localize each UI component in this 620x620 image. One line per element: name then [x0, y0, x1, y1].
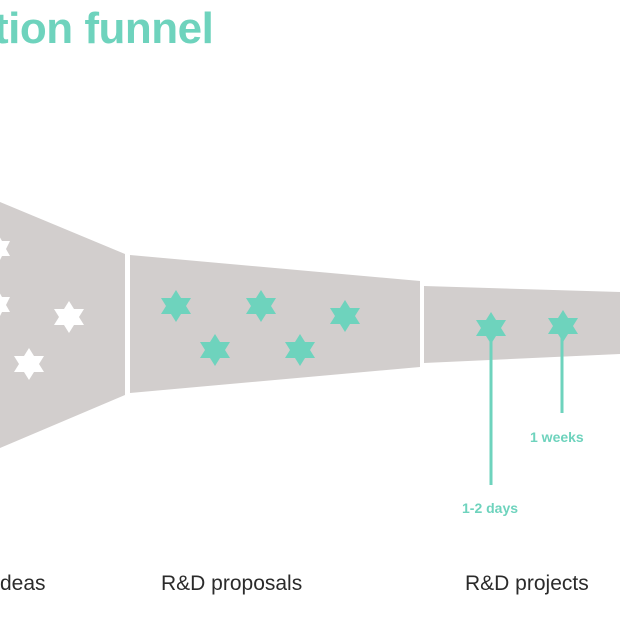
six-point-star-icon — [54, 301, 84, 333]
six-point-star-icon — [330, 300, 360, 332]
callout-1-weeks: 1 weeks — [530, 429, 584, 445]
six-point-star-icon — [0, 237, 10, 260]
six-point-star-icon — [548, 310, 578, 342]
six-point-star-icon — [0, 293, 10, 316]
six-point-star-icon — [285, 334, 315, 366]
funnel-segment-proposals — [130, 255, 420, 393]
funnel-segment-projects — [424, 286, 620, 363]
six-point-star-icon — [246, 290, 276, 322]
callout-1-2-days: 1-2 days — [462, 500, 519, 516]
stage-label-proposals: R&D proposals — [161, 572, 303, 595]
six-point-star-icon — [476, 312, 506, 344]
six-point-star-icon — [200, 334, 230, 366]
six-point-star-icon — [14, 348, 44, 380]
stage-label-ideas: deas — [0, 572, 46, 595]
stage-label-projects: R&D projects — [465, 572, 589, 595]
six-point-star-icon — [161, 290, 191, 322]
diagram-title: tion funnel — [0, 4, 214, 53]
